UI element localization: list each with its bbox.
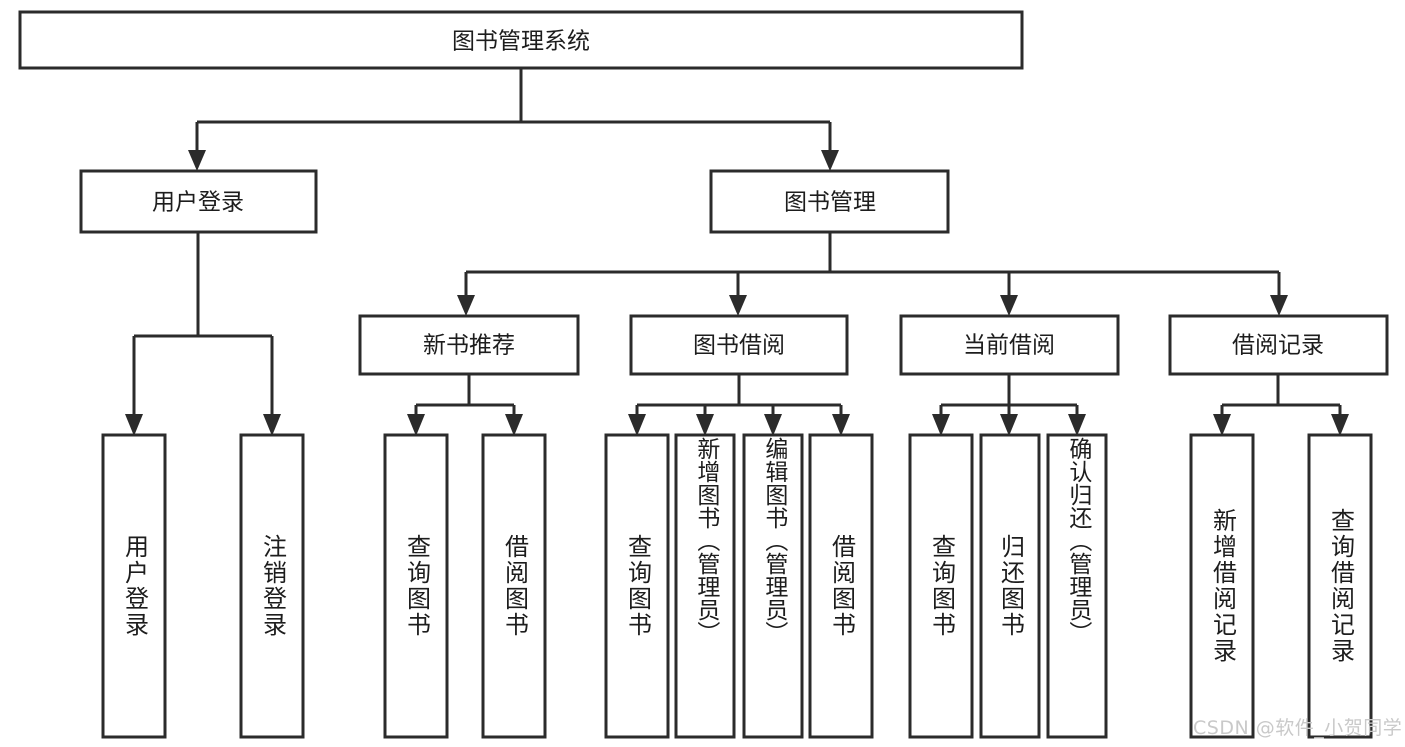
leaf-box-user-login-2[interactable] bbox=[239, 433, 305, 739]
leaf-box-current-borrow-2[interactable] bbox=[979, 433, 1041, 739]
arrow-to-current-borrow bbox=[1000, 295, 1018, 316]
node-new-book-recommend-box[interactable] bbox=[358, 314, 580, 376]
arrow-current-borrow-leaf-2 bbox=[1000, 414, 1018, 436]
node-root-label: 图书管理系统 bbox=[452, 29, 590, 55]
leaf-box-book-borrow-1[interactable] bbox=[604, 433, 670, 739]
arrow-borrow-record-leaf-2 bbox=[1331, 414, 1349, 436]
node-borrow-record-label: 借阅记录 bbox=[1232, 333, 1324, 359]
connector-borrow-record-to-leaves bbox=[1213, 374, 1349, 436]
arrow-to-new-book bbox=[457, 295, 475, 316]
arrow-new-book-leaf-1 bbox=[407, 414, 425, 436]
arrow-user-login-leaf-1 bbox=[125, 414, 143, 436]
arrow-to-book-mgmt bbox=[821, 150, 839, 171]
connector-book-borrow-to-leaves bbox=[628, 374, 850, 436]
arrow-to-user-login bbox=[188, 150, 206, 171]
leaf-box-new-book-2[interactable] bbox=[481, 433, 547, 739]
node-current-borrow-box[interactable] bbox=[899, 314, 1120, 376]
arrow-borrow-record-leaf-1 bbox=[1213, 414, 1231, 436]
arrow-current-borrow-leaf-1 bbox=[932, 414, 950, 436]
node-book-borrow-box[interactable] bbox=[629, 314, 849, 376]
leaf-box-current-borrow-1[interactable] bbox=[908, 433, 974, 739]
arrow-book-borrow-leaf-2 bbox=[696, 414, 714, 436]
node-book-management-label: 图书管理 bbox=[784, 190, 876, 216]
connector-book-mgmt-to-level3 bbox=[457, 232, 1288, 316]
node-book-management[interactable]: 图书管理 bbox=[709, 169, 950, 234]
arrow-book-borrow-leaf-1 bbox=[628, 414, 646, 436]
node-borrow-record[interactable]: 借阅记录 bbox=[1168, 314, 1389, 376]
leaf-box-book-borrow-2[interactable] bbox=[674, 433, 736, 739]
leaf-box-borrow-record-1[interactable] bbox=[1189, 433, 1255, 739]
connector-user-login-to-leaves bbox=[125, 232, 281, 436]
node-user-login-label: 用户登录 bbox=[152, 190, 244, 216]
arrow-book-borrow-leaf-3 bbox=[764, 414, 782, 436]
arrow-user-login-leaf-2 bbox=[263, 414, 281, 436]
connector-root-to-level2 bbox=[188, 68, 839, 171]
arrow-book-borrow-leaf-4 bbox=[832, 414, 850, 436]
node-current-borrow-label: 当前借阅 bbox=[963, 333, 1055, 359]
node-book-management-box[interactable] bbox=[709, 169, 950, 234]
node-book-borrow-label: 图书借阅 bbox=[693, 333, 785, 359]
arrow-to-borrow-record bbox=[1270, 295, 1288, 316]
arrow-to-book-borrow bbox=[729, 295, 747, 316]
node-user-login[interactable]: 用户登录 bbox=[79, 169, 318, 234]
connector-current-borrow-to-leaves bbox=[932, 374, 1086, 436]
arrow-new-book-leaf-2 bbox=[505, 414, 523, 436]
leaf-box-book-borrow-4[interactable] bbox=[808, 433, 874, 739]
leaf-box-user-login-1[interactable] bbox=[101, 433, 167, 739]
node-current-borrow[interactable]: 当前借阅 bbox=[899, 314, 1120, 376]
leaf-box-book-borrow-3[interactable] bbox=[742, 433, 804, 739]
node-borrow-record-box[interactable] bbox=[1168, 314, 1389, 376]
connector-new-book-to-leaves bbox=[407, 374, 523, 436]
node-root-box[interactable] bbox=[18, 10, 1024, 70]
leaf-box-current-borrow-3[interactable] bbox=[1046, 433, 1108, 739]
leaf-box-new-book-1[interactable] bbox=[383, 433, 449, 739]
node-book-borrow[interactable]: 图书借阅 bbox=[629, 314, 849, 376]
node-new-book-recommend-label: 新书推荐 bbox=[423, 333, 515, 359]
node-new-book-recommend[interactable]: 新书推荐 bbox=[358, 314, 580, 376]
arrow-current-borrow-leaf-3 bbox=[1068, 414, 1086, 436]
leaf-box-borrow-record-2[interactable] bbox=[1307, 433, 1373, 739]
node-root[interactable]: 图书管理系统 bbox=[18, 10, 1024, 70]
